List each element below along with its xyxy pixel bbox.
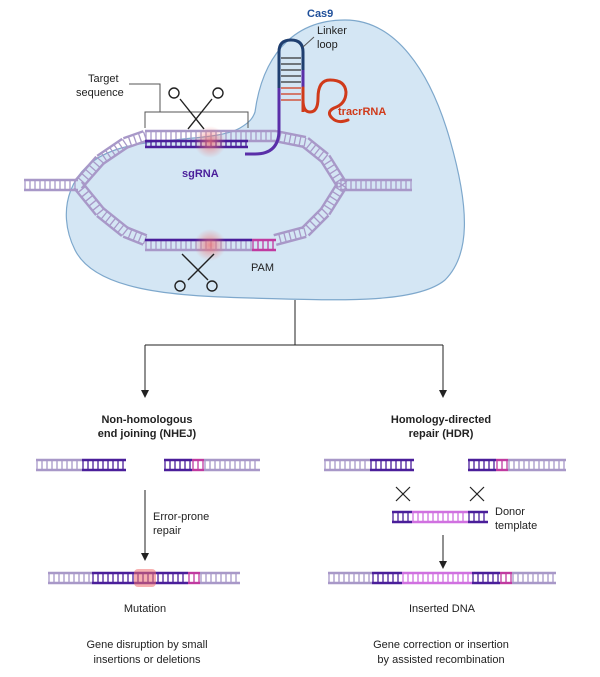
pam-label: PAM [251,262,274,274]
error-prone-label: Error-prone [153,511,209,523]
donor-label: template [495,520,537,532]
tracrrna-strand [301,78,350,124]
inserted-dna-label: Inserted DNA [409,603,476,615]
hdr-outcome: Gene correction or insertion [373,639,509,651]
nhej-broken-left [36,458,126,472]
donor-label: Donor [495,506,525,518]
nhej-outcome: Gene disruption by small [86,639,207,651]
target-label: Target [88,73,119,85]
nhej-broken-right [164,458,260,472]
cross-icon [395,486,485,502]
hdr-broken-left [324,458,414,472]
tracrrna-label: tracrRNA [338,106,386,118]
arrowheads [141,390,447,569]
dna-left-end [24,178,78,192]
cas9-label: Cas9 [307,8,333,20]
target-bracket [129,83,249,128]
target-label: sequence [76,87,124,99]
dna-right-end [340,178,412,192]
scissors-icon [168,87,224,130]
linker-leader [302,36,315,48]
dna-bubble-bottom-right [273,181,348,246]
scissors-icon [174,253,218,292]
mutation-highlight [134,569,156,587]
dna-bubble-bottom-left [73,181,148,246]
hdr-result [328,571,556,585]
sgrna-label: sgRNA [182,168,219,180]
linker-loop [277,38,305,88]
mutation-label: Mutation [124,603,166,615]
hdr-title: Homology-directed [391,414,491,426]
nhej-title: end joining (NHEJ) [98,428,197,440]
dna-bubble-top-left [73,130,148,190]
sgrna-hairpin [245,38,350,156]
hdr-broken-right [468,458,566,472]
cas9-protein [65,19,466,301]
nhej-title: Non-homologous [101,414,192,426]
cut-site-glow [194,229,226,261]
linker-label: Linker [317,25,347,37]
error-prone-label: repair [153,525,181,537]
linker-label: loop [317,39,338,51]
nhej-outcome: insertions or deletions [93,654,201,666]
hdr-outcome: by assisted recombination [377,654,504,666]
donor-template [392,510,488,524]
cut-site-glow [194,126,226,158]
branch-arrows [144,300,444,563]
hdr-title: repair (HDR) [409,428,474,440]
